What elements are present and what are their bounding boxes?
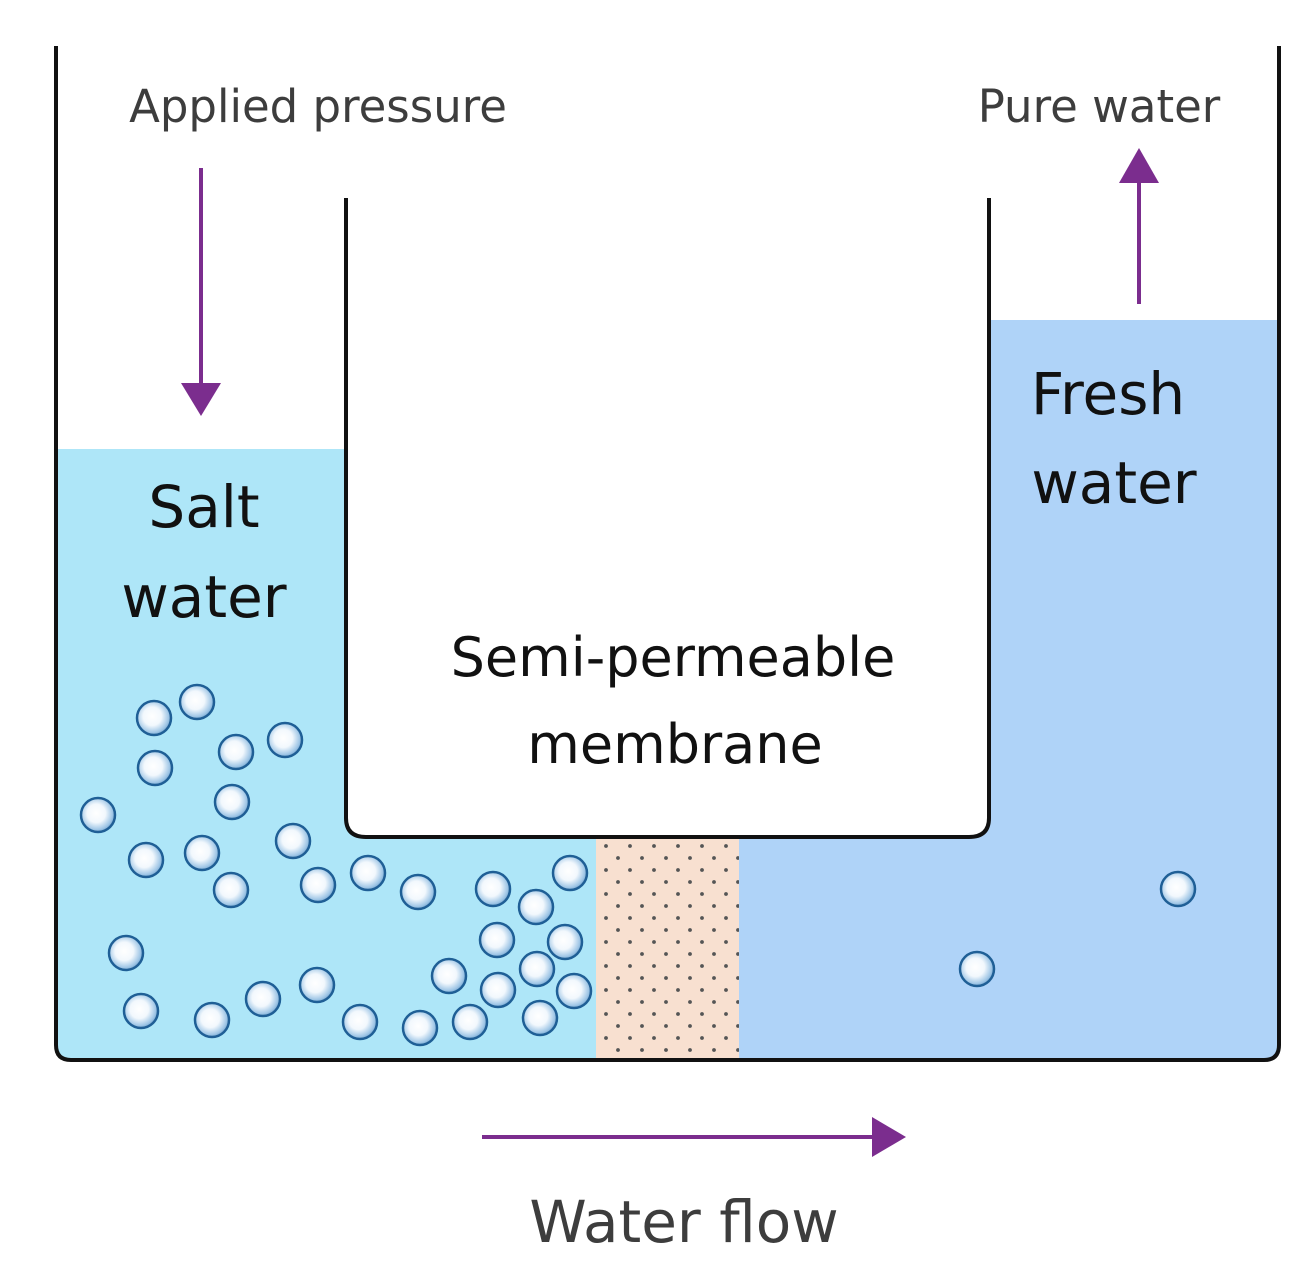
fresh-water-region <box>739 320 1279 1060</box>
applied-pressure-label: Applied pressure <box>129 80 507 133</box>
salt-particle <box>451 1003 489 1041</box>
salt-particle <box>517 888 555 926</box>
salt-particle <box>266 721 304 759</box>
salt-particle <box>135 699 173 737</box>
salt-particle <box>212 871 250 909</box>
salt-particle <box>79 796 117 834</box>
membrane-label-line2: membrane <box>527 713 822 776</box>
salt-particle <box>341 1003 379 1041</box>
salt-particle <box>551 854 589 892</box>
salt-particle <box>478 921 516 959</box>
salt-particle <box>474 870 512 908</box>
membrane-label-line1: Semi-permeable <box>451 626 896 689</box>
container-outline <box>54 46 1281 1062</box>
water-flow-arrow <box>482 1117 906 1157</box>
salt-particle <box>555 972 593 1010</box>
salt-particle <box>127 841 165 879</box>
salt-particle <box>274 822 312 860</box>
salt-particle <box>349 854 387 892</box>
salt-particle <box>546 923 584 961</box>
semi-permeable-membrane <box>596 838 739 1060</box>
salt-particle <box>521 999 559 1037</box>
salt-particle <box>136 749 174 787</box>
applied-pressure-arrow <box>181 168 221 416</box>
inner-divider <box>344 198 991 839</box>
fresh-water-label-line2: water <box>1031 449 1196 517</box>
water-flow-label: Water flow <box>529 1188 838 1256</box>
salt-particle <box>178 683 216 721</box>
pure-water-arrow <box>1119 148 1159 304</box>
salt-particle <box>193 1001 231 1039</box>
salt-particle <box>107 934 145 972</box>
salt-particle <box>217 733 255 771</box>
pure-water-label: Pure water <box>978 80 1221 133</box>
salt-water-region <box>56 449 596 1060</box>
salt-particles <box>79 683 1197 1047</box>
salt-particle <box>958 950 996 988</box>
salt-water-label-line2: water <box>121 563 286 631</box>
salt-particle <box>399 873 437 911</box>
fresh-water-label-line1: Fresh <box>1031 360 1185 428</box>
salt-particle <box>518 950 556 988</box>
salt-particle <box>122 992 160 1030</box>
salt-particle <box>244 980 282 1018</box>
salt-water-label-line1: Salt <box>148 473 259 541</box>
salt-particle <box>298 966 336 1004</box>
salt-particle <box>1159 870 1197 908</box>
salt-particle <box>479 971 517 1009</box>
salt-particle <box>401 1009 439 1047</box>
salt-particle <box>430 957 468 995</box>
salt-particle <box>213 783 251 821</box>
salt-particle <box>183 834 221 872</box>
salt-particle <box>299 866 337 904</box>
